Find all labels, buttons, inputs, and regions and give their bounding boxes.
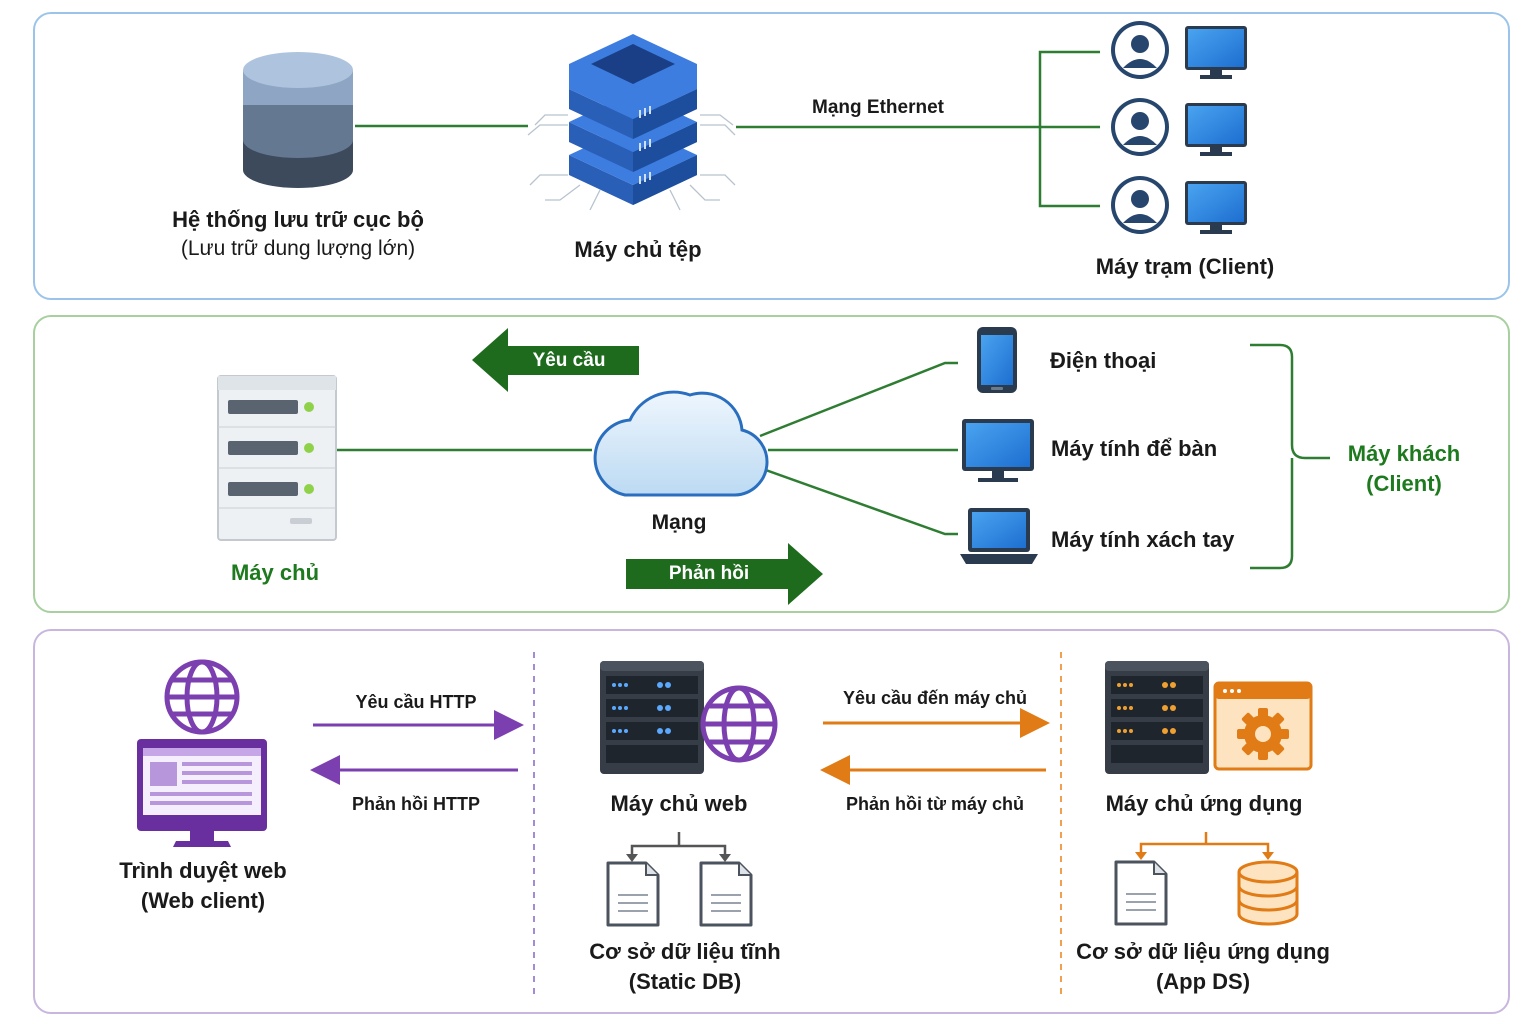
panel-web-architecture: [33, 629, 1510, 1014]
desktop-label: Máy tính để bàn: [1051, 436, 1218, 461]
app-ds-branch: [1139, 832, 1270, 856]
request-label: Yêu cầu: [532, 350, 606, 371]
client-row-3: [1111, 176, 1247, 234]
ethernet-label: Mạng Ethernet: [812, 97, 944, 118]
database-icon: [243, 52, 353, 188]
file-server-label: Máy chủ tệp: [574, 237, 702, 262]
laptop-label: Máy tính xách tay: [1051, 527, 1235, 552]
monitor-icon: [962, 419, 1034, 482]
server-label: Máy chủ: [230, 560, 320, 585]
static-db-label-1: Cơ sở dữ liệu tĩnh: [589, 939, 781, 964]
rack-server-icon: [1105, 661, 1209, 774]
client-group-label-2: (Client): [1366, 471, 1442, 496]
app-ds-label-1: Cơ sở dữ liệu ứng dụng: [1076, 939, 1330, 964]
http-request-label: Yêu cầu HTTP: [355, 692, 477, 712]
document-icon: [699, 861, 753, 927]
browser-label-2: (Web client): [140, 888, 266, 913]
document-icon: [606, 861, 660, 927]
connection-lines-p1: [355, 50, 1100, 208]
browser-monitor-icon: [137, 739, 267, 847]
cloud-icon: [593, 390, 769, 497]
rack-server-icon: [600, 661, 704, 774]
server-tower-icon: [217, 375, 337, 541]
panel-file-server-architecture: [33, 12, 1510, 300]
phone-icon: [977, 327, 1017, 393]
gear-window-icon: [1213, 681, 1313, 771]
server-stack-icon: [527, 34, 736, 211]
request-arrow: [472, 328, 639, 392]
client-row-1: [1111, 21, 1247, 79]
panel-client-server-architecture: [33, 315, 1510, 613]
clients-label: Máy trạm (Client): [1095, 254, 1275, 279]
web-server-label: Máy chủ web: [610, 791, 748, 816]
storage-subtitle: (Lưu trữ dung lượng lớn): [180, 237, 416, 260]
network-label: Mạng: [651, 511, 707, 534]
user-icon: [1111, 98, 1169, 156]
phone-label: Điện thoại: [1050, 348, 1157, 373]
user-icon: [1111, 176, 1169, 234]
monitor-icon: [1185, 181, 1247, 234]
app-ds-label-2: (App DS): [1155, 969, 1251, 994]
browser-label-1: Trình duyệt web: [119, 858, 287, 883]
server-response-label: Phản hồi từ máy chủ: [845, 794, 1025, 814]
globe-icon: [700, 685, 778, 763]
static-db-label-2: (Static DB): [628, 969, 742, 994]
user-icon: [1111, 21, 1169, 79]
globe-icon: [164, 659, 240, 735]
dashed-dividers: [533, 652, 1062, 995]
storage-title: Hệ thống lưu trữ cục bộ: [172, 207, 424, 232]
client-group-label-1: Máy khách: [1347, 441, 1461, 466]
server-request-label: Yêu cầu đến máy chủ: [842, 688, 1028, 708]
laptop-icon: [960, 508, 1038, 564]
cylinder-db-icon: [1237, 860, 1299, 926]
http-response-label: Phản hồi HTTP: [352, 794, 480, 814]
client-row-2: [1111, 98, 1247, 156]
response-arrow: [626, 543, 823, 605]
static-db-branch: [630, 832, 727, 856]
response-label: Phản hồi: [668, 563, 750, 584]
app-server-label: Máy chủ ứng dụng: [1105, 791, 1303, 816]
connection-lines-p2: [337, 343, 1330, 570]
monitor-icon: [1185, 26, 1247, 79]
document-icon: [1114, 860, 1168, 926]
monitor-icon: [1185, 103, 1247, 156]
